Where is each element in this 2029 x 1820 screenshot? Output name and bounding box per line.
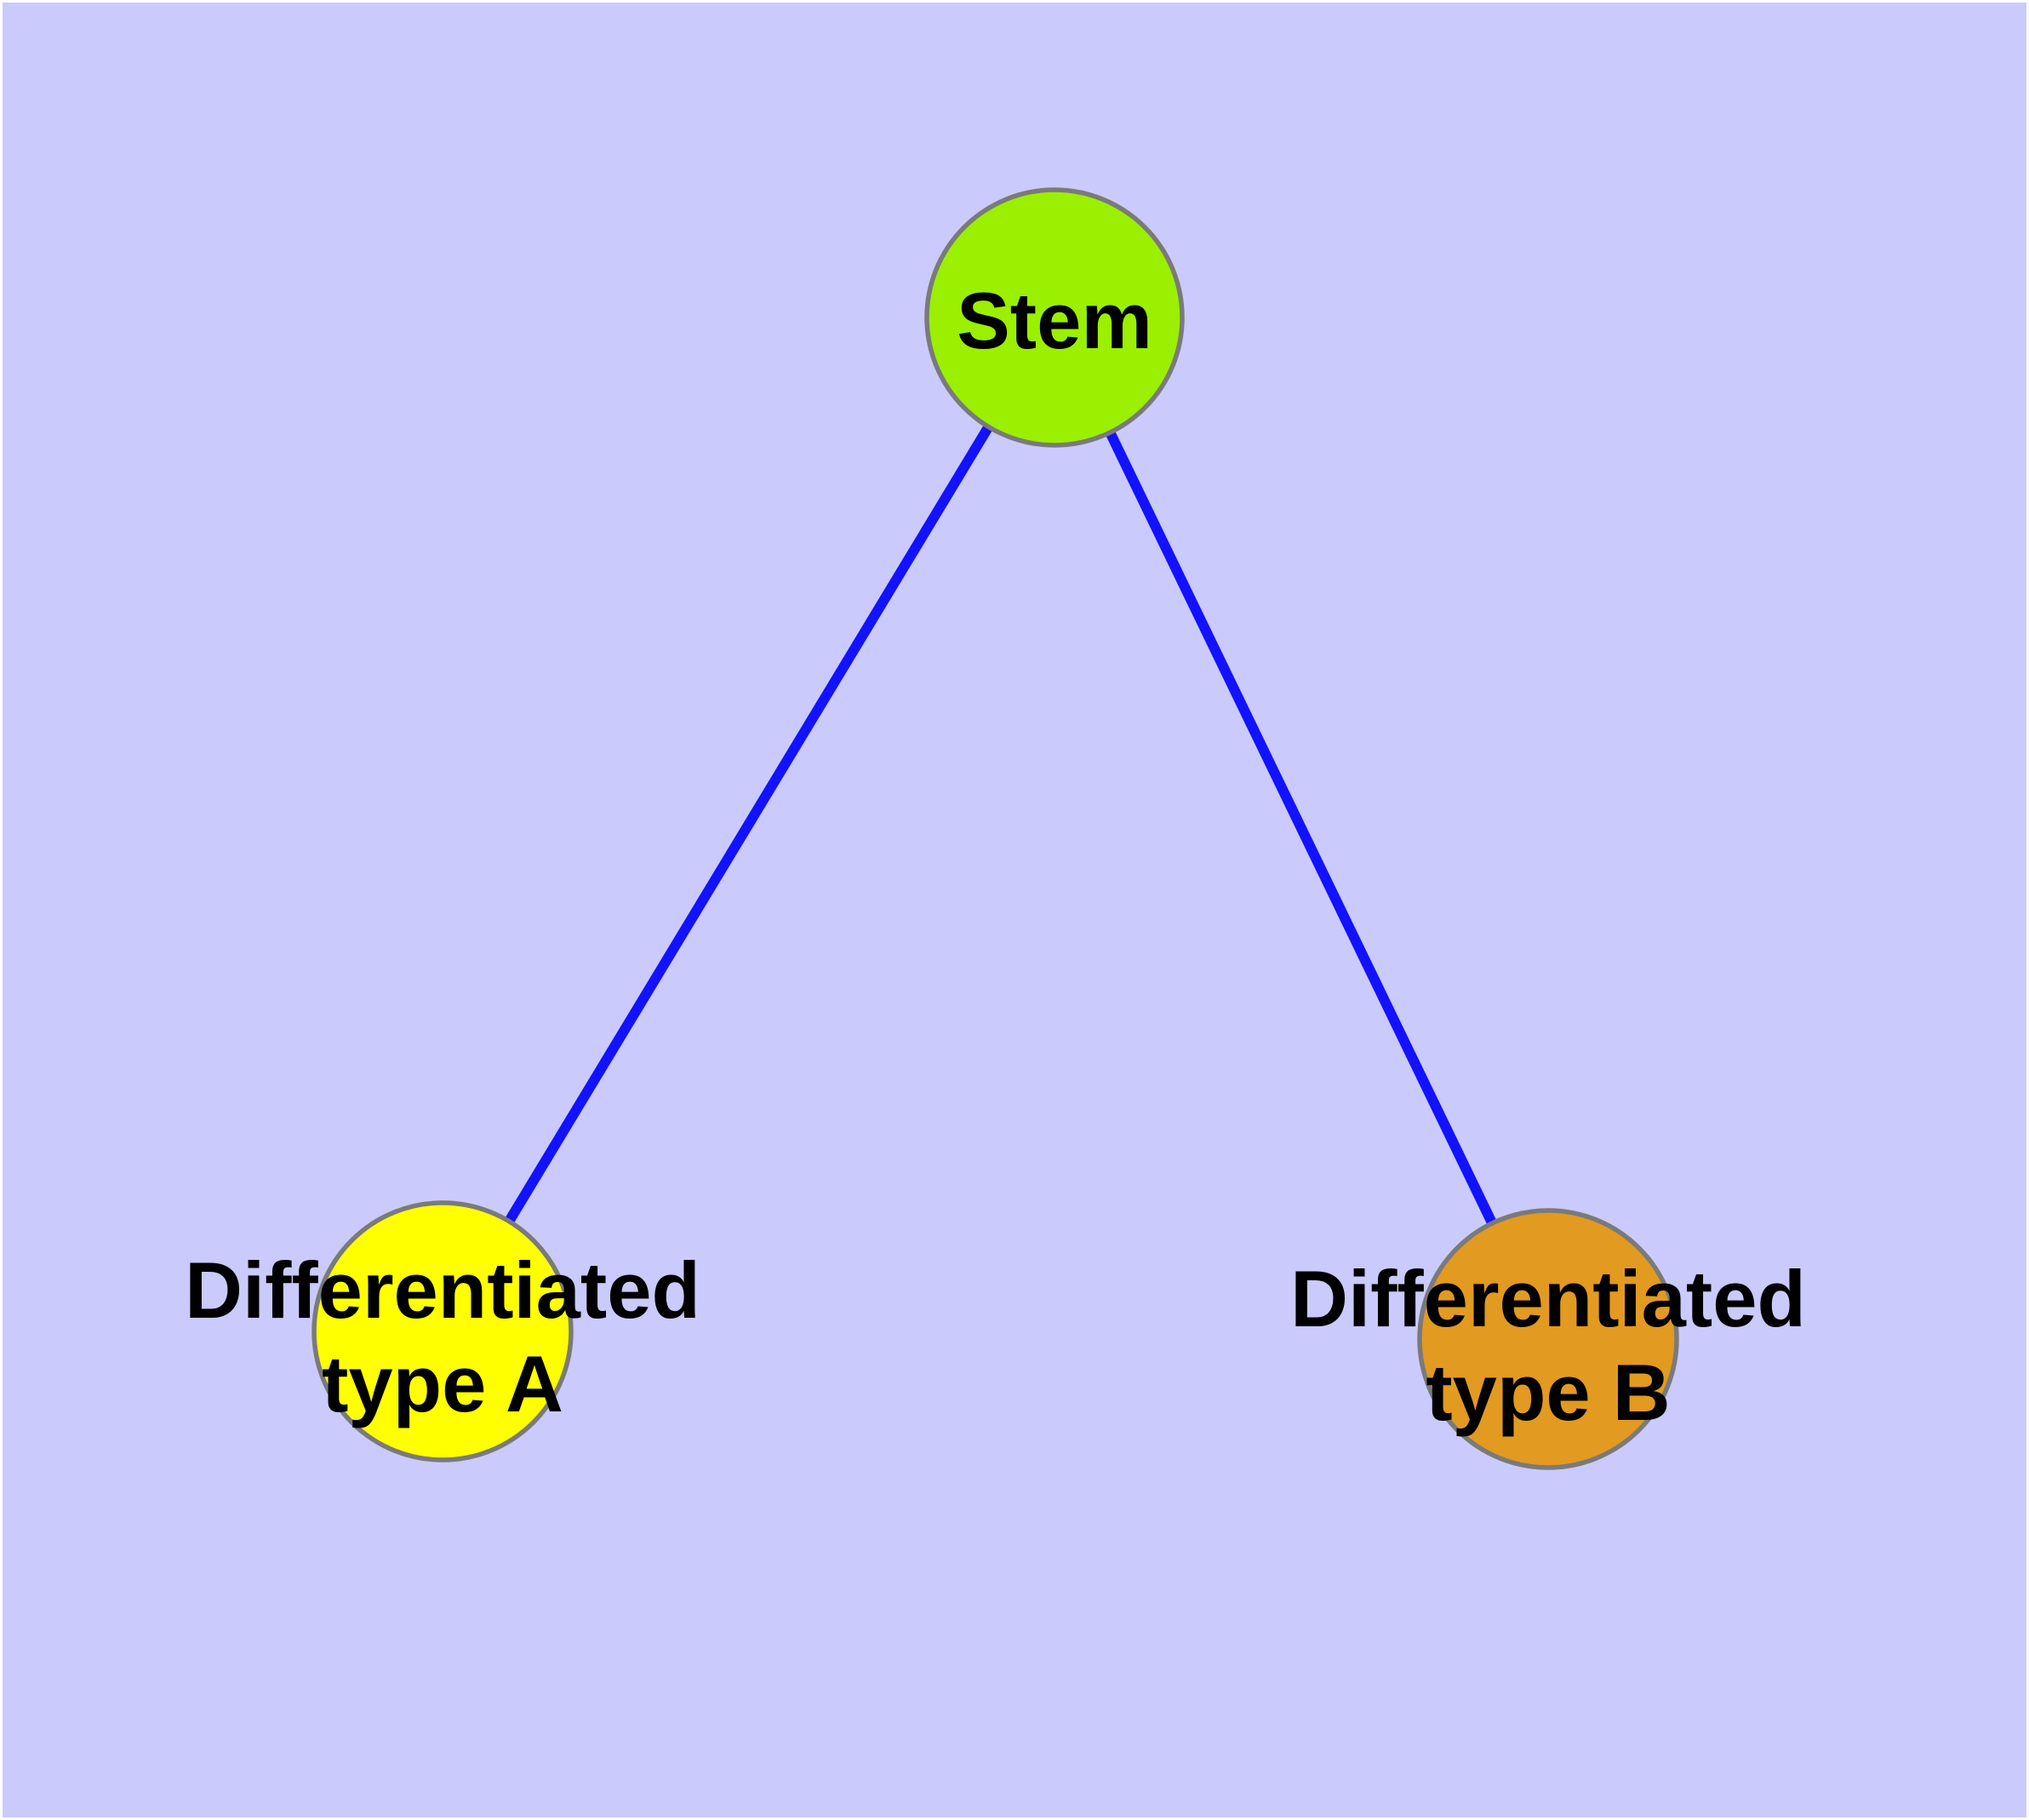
edge-stem-to-type-b: [1049, 315, 1553, 1342]
differentiated-type-a-label-line1: Differentiated: [185, 1245, 700, 1335]
differentiated-type-a-node-circle: [311, 1200, 574, 1462]
stem-node-circle: [924, 187, 1185, 448]
node-differentiated-type-b: Differentiated type B: [1290, 1208, 1806, 1470]
differentiated-type-b-node-circle: [1417, 1208, 1679, 1470]
edge-stem-to-type-a: [437, 314, 1060, 1335]
differentiated-type-b-label-line2: type B: [1426, 1348, 1670, 1437]
node-differentiated-type-a: Differentiated type A: [185, 1200, 700, 1462]
stem-node-label: Stem: [957, 276, 1152, 365]
node-stem: Stem: [924, 187, 1185, 448]
differentiated-type-b-label-line1: Differentiated: [1290, 1254, 1806, 1343]
differentiated-type-a-label-line2: type A: [322, 1339, 563, 1428]
